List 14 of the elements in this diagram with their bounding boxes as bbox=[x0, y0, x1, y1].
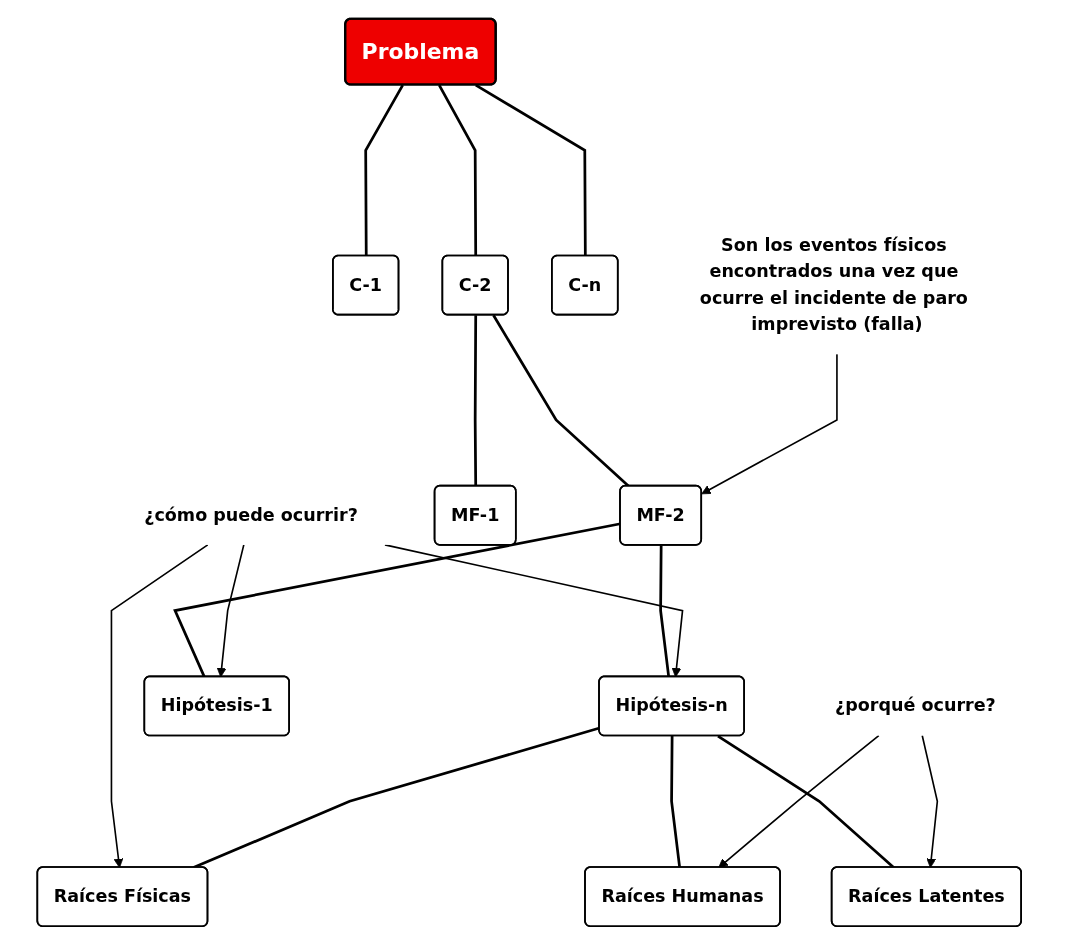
connector bbox=[364, 84, 404, 257]
node-text: ¿cómo puede ocurrir? bbox=[144, 504, 358, 526]
connector bbox=[438, 84, 478, 257]
arrow bbox=[701, 353, 838, 495]
connector bbox=[473, 315, 478, 487]
arrow bbox=[384, 544, 684, 678]
connector bbox=[670, 736, 682, 868]
connector bbox=[192, 726, 600, 869]
node-text: ¿porqué ocurre? bbox=[835, 694, 996, 716]
node-text: Son los eventos físicos encontrados una vez que ocurre el incidente de paro imprevisto (falla) bbox=[699, 234, 968, 335]
connector bbox=[659, 545, 671, 678]
arrow bbox=[110, 544, 209, 869]
arrow bbox=[921, 734, 939, 869]
arrow bbox=[216, 544, 245, 678]
